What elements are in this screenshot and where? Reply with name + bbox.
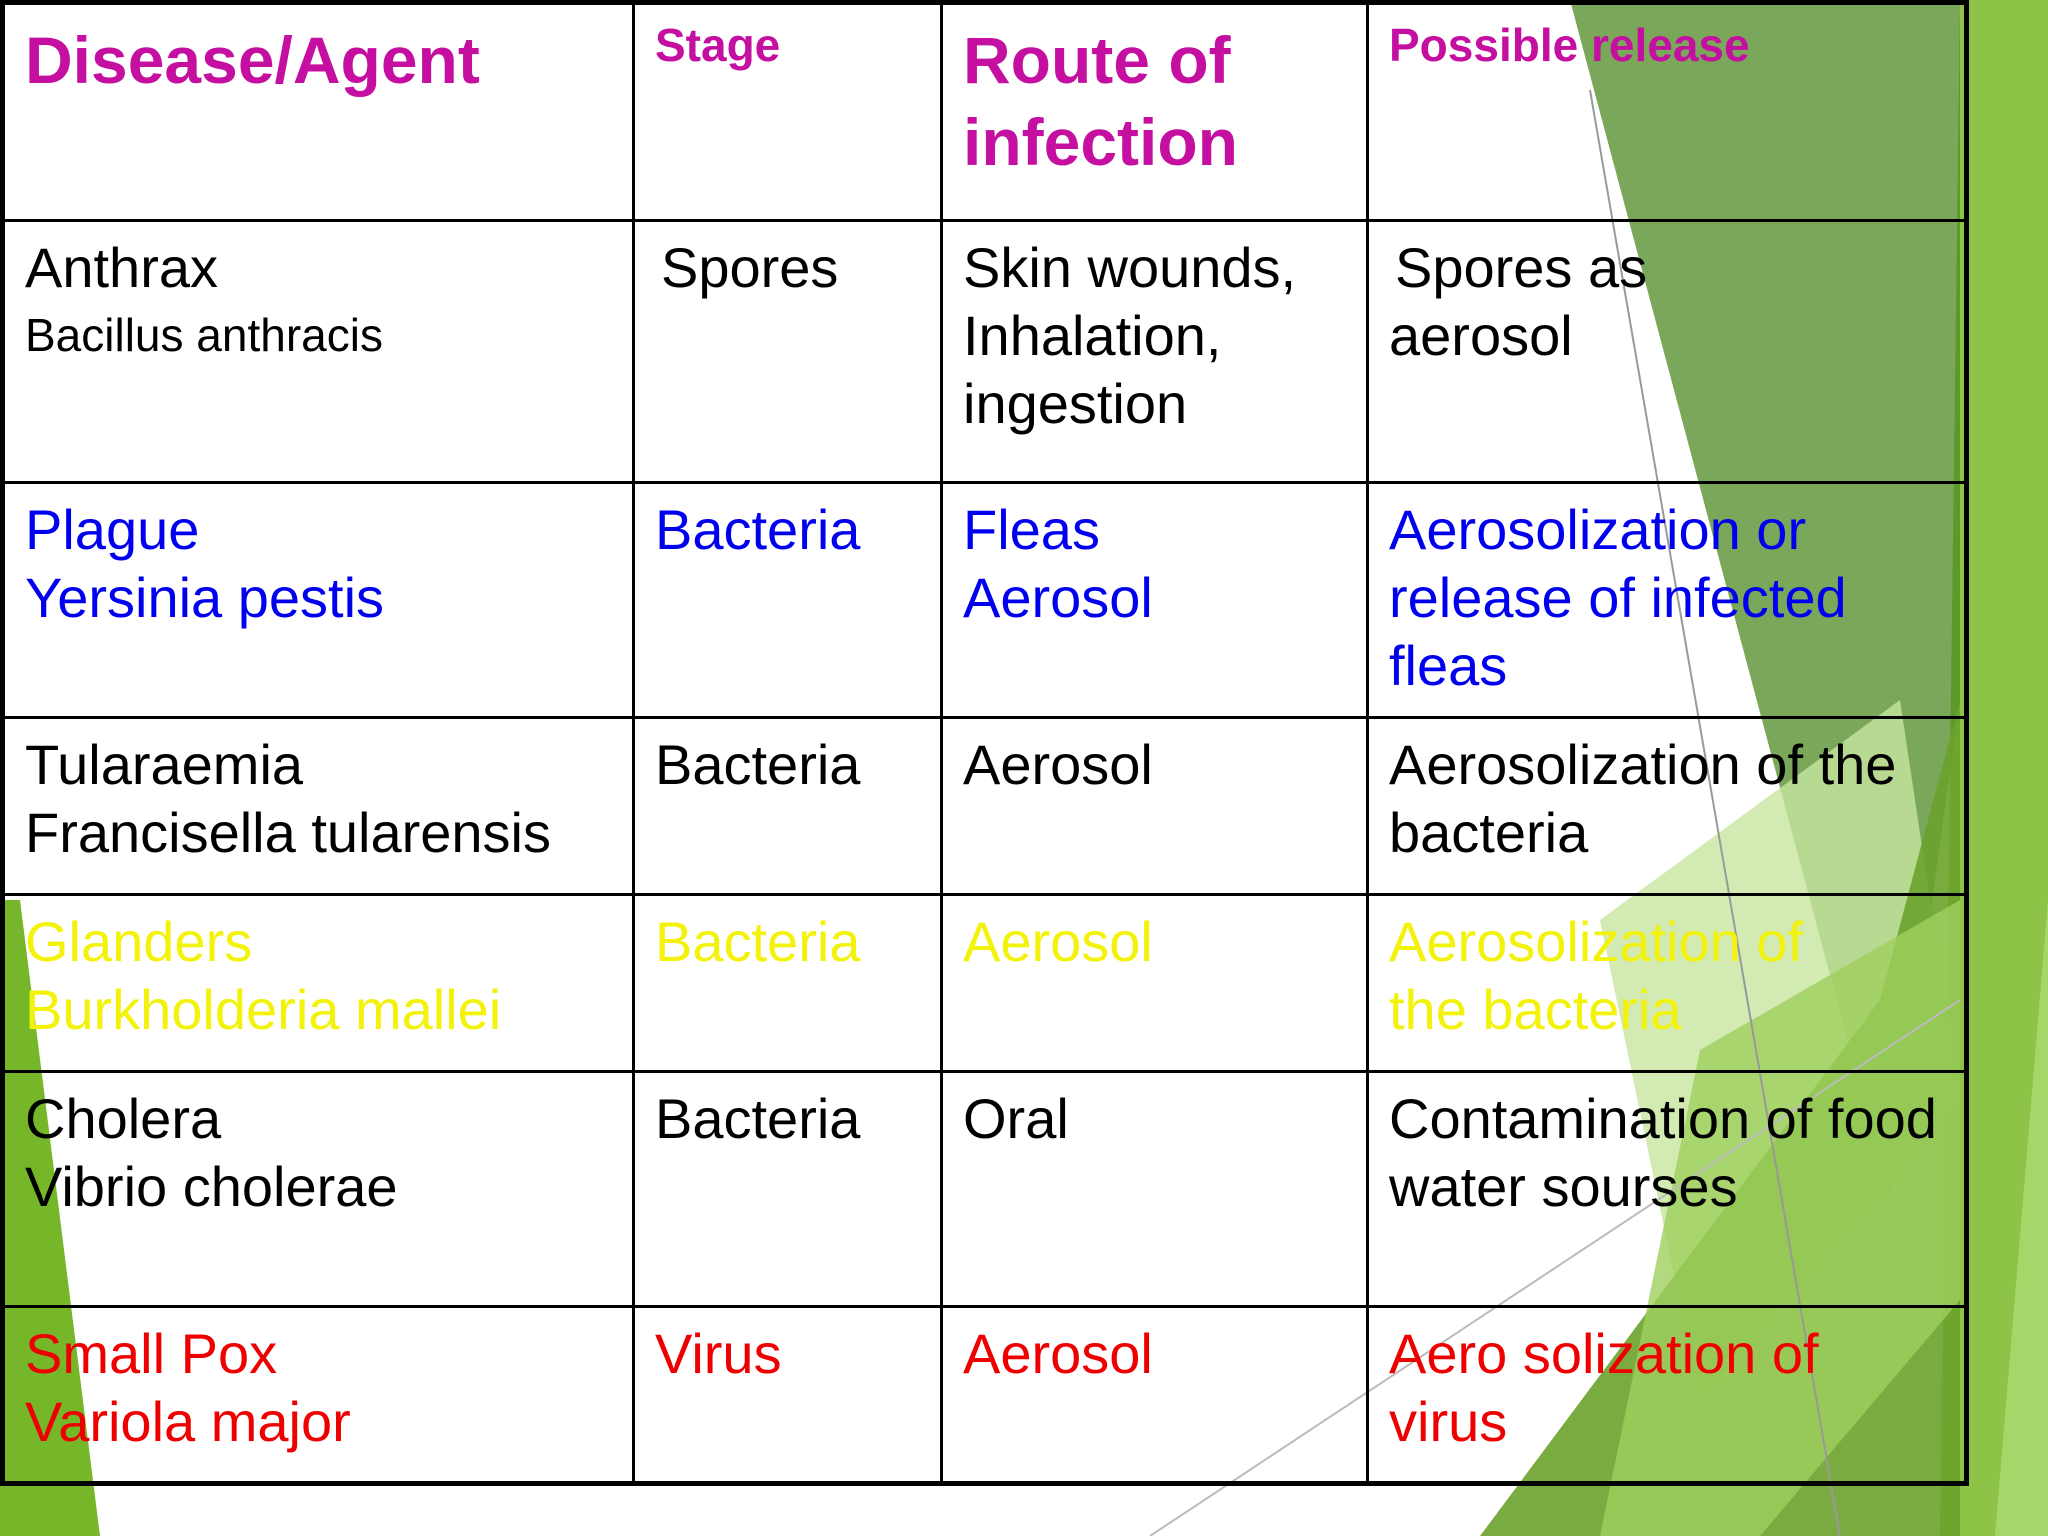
release-line: Spores as xyxy=(1395,236,1648,299)
disease-cell: Glanders Burkholderia mallei xyxy=(1,893,635,1073)
disease-name: Cholera xyxy=(25,1087,222,1150)
disease-cell: Tularaemia Francisella tularensis xyxy=(1,716,635,896)
route-cell: Aerosol xyxy=(940,716,1369,896)
release-cell: Aerosolization or release of infected fl… xyxy=(1366,481,1968,719)
disease-name: Glanders xyxy=(25,910,253,973)
route-line: Aerosol xyxy=(963,1322,1153,1385)
disease-cell: Anthrax Bacillus anthracis xyxy=(1,219,635,484)
release-line: bacteria xyxy=(1389,801,1589,864)
disease-name: Tularaemia xyxy=(25,733,304,796)
header-route-line2: infection xyxy=(963,105,1238,179)
disease-cell: Small Pox Variola major xyxy=(1,1305,635,1485)
agent-name: Bacillus anthracis xyxy=(25,309,383,361)
header-route: Route of infection xyxy=(940,1,1369,222)
header-route-line1: Route of xyxy=(963,23,1231,97)
disease-table: Disease/Agent Stage Route of infection P… xyxy=(0,0,1969,1486)
route-cell: Oral xyxy=(940,1070,1369,1308)
release-line: Aerosolization of xyxy=(1389,910,1804,973)
disease-cell: Cholera Vibrio cholerae xyxy=(1,1070,635,1308)
release-cell: Aero solization of virus xyxy=(1366,1305,1968,1485)
stage-value: Bacteria xyxy=(655,1087,861,1150)
agent-name: Vibrio cholerae xyxy=(25,1155,398,1218)
release-line: Aerosolization or xyxy=(1389,498,1807,561)
route-line: ingestion xyxy=(963,372,1188,435)
stage-cell: Spores xyxy=(632,219,943,484)
table-row: Anthrax Bacillus anthracis Spores Skin w… xyxy=(1,219,1968,484)
route-line: Aerosol xyxy=(963,566,1153,629)
stage-value: Bacteria xyxy=(655,910,861,973)
agent-name: Yersinia pestis xyxy=(25,566,385,629)
release-line: the bacteria xyxy=(1389,978,1682,1041)
stage-cell: Bacteria xyxy=(632,481,943,719)
release-cell: Aerosolization of the bacteria xyxy=(1366,893,1968,1073)
route-cell: Aerosol xyxy=(940,1305,1369,1485)
route-cell: Fleas Aerosol xyxy=(940,481,1369,719)
disease-name: Anthrax xyxy=(25,236,218,299)
stage-cell: Bacteria xyxy=(632,1070,943,1308)
release-line: aerosol xyxy=(1389,304,1573,367)
route-line: Aerosol xyxy=(963,910,1153,973)
release-line: virus xyxy=(1389,1390,1508,1453)
disease-name: Plague xyxy=(25,498,200,561)
header-disease-agent: Disease/Agent xyxy=(1,1,635,222)
agent-name: Burkholderia mallei xyxy=(25,978,502,1041)
release-cell: Spores as aerosol xyxy=(1366,219,1968,484)
table-row: Glanders Burkholderia mallei Bacteria Ae… xyxy=(1,893,1968,1073)
stage-value: Bacteria xyxy=(655,498,861,561)
release-cell: Aerosolization of the bacteria xyxy=(1366,716,1968,896)
release-line: fleas xyxy=(1389,634,1508,697)
table-row: Cholera Vibrio cholerae Bacteria Oral Co… xyxy=(1,1070,1968,1308)
route-line: Aerosol xyxy=(963,733,1153,796)
stage-cell: Virus xyxy=(632,1305,943,1485)
release-cell: Contamination of food water sourses xyxy=(1366,1070,1968,1308)
stage-value: Virus xyxy=(655,1322,782,1385)
table-row: Plague Yersinia pestis Bacteria Fleas Ae… xyxy=(1,481,1968,719)
agent-name: Francisella tularensis xyxy=(25,801,551,864)
table-row: Tularaemia Francisella tularensis Bacter… xyxy=(1,716,1968,896)
route-cell: Skin wounds, Inhalation, ingestion xyxy=(940,219,1369,484)
release-line: Contamination of food xyxy=(1389,1087,1937,1150)
header-possible-release: Possible release xyxy=(1366,1,1968,222)
stage-cell: Bacteria xyxy=(632,716,943,896)
stage-cell: Bacteria xyxy=(632,893,943,1073)
release-line: Aero solization of xyxy=(1389,1322,1819,1385)
route-line: Oral xyxy=(963,1087,1069,1150)
agent-name: Variola major xyxy=(25,1390,351,1453)
release-line: release of infected xyxy=(1389,566,1847,629)
table-row: Small Pox Variola major Virus Aerosol Ae… xyxy=(1,1305,1968,1485)
release-line: water sourses xyxy=(1389,1155,1738,1218)
route-line: Skin wounds, xyxy=(963,236,1297,299)
stage-value: Bacteria xyxy=(655,733,861,796)
header-stage: Stage xyxy=(632,1,943,222)
route-line: Fleas xyxy=(963,498,1100,561)
route-cell: Aerosol xyxy=(940,893,1369,1073)
stage-value: Spores xyxy=(661,236,839,299)
disease-name: Small Pox xyxy=(25,1322,278,1385)
route-line: Inhalation, xyxy=(963,304,1222,367)
disease-table-wrapper: Disease/Agent Stage Route of infection P… xyxy=(0,0,1969,1486)
disease-cell: Plague Yersinia pestis xyxy=(1,481,635,719)
release-line: Aerosolization of the xyxy=(1389,733,1897,796)
header-row: Disease/Agent Stage Route of infection P… xyxy=(1,1,1968,222)
